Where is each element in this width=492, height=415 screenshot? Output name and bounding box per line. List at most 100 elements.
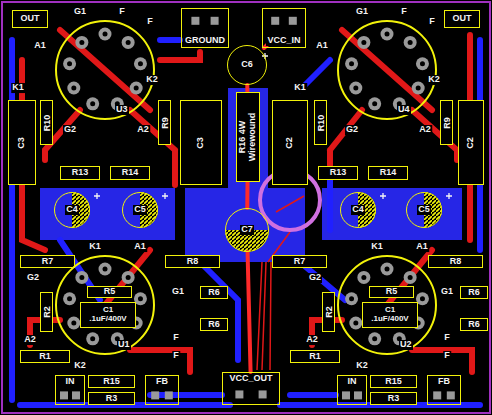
part-label: U4 — [397, 105, 411, 115]
part-label: R15 — [103, 377, 120, 387]
pin-name: A1 — [133, 242, 147, 252]
pad-hole — [349, 61, 354, 66]
component-box: R14 — [368, 166, 408, 180]
socket-pad — [99, 28, 112, 41]
component-box: OUT — [12, 10, 48, 28]
component-box: R3 — [370, 392, 417, 405]
text-holder: GROUND — [184, 36, 226, 46]
pin-name: A1 — [415, 242, 429, 252]
text-holder: R13 — [330, 168, 347, 178]
power-trace — [248, 252, 251, 372]
socket-pad — [86, 332, 99, 345]
part-label: .1uF/400V — [370, 315, 409, 324]
text-holder: R6 — [468, 288, 480, 298]
component-box: C1.1uF/400V — [362, 302, 418, 328]
pin-name: F — [118, 7, 126, 17]
part-label: R15 — [385, 377, 402, 387]
component-box: R15 — [88, 375, 135, 388]
text-holder: R2 — [40, 292, 53, 332]
component-box: R13 — [318, 166, 358, 180]
component-box: R8 — [165, 255, 220, 268]
component-box: OUT — [444, 10, 480, 28]
part-label: OUT — [21, 14, 40, 24]
component-box: R6 — [200, 318, 228, 331]
text-holder: C5 — [133, 205, 147, 215]
part-label: R10 — [42, 114, 52, 131]
part-label: R6 — [208, 288, 220, 298]
pin-name: A2 — [418, 125, 432, 135]
pad-hole — [138, 296, 143, 301]
text-holder: R5 — [103, 287, 117, 297]
component-box: R7 — [20, 255, 75, 268]
pin-name: F — [172, 333, 180, 343]
part-label: R6 — [208, 320, 220, 330]
header-pad — [72, 391, 80, 399]
header-pad — [342, 391, 350, 399]
text-holder: R9 — [440, 100, 453, 145]
tube-socket: U1 R5C1.1uF/400V — [55, 255, 155, 355]
text-holder: IN — [347, 377, 358, 387]
part-label: IN — [347, 377, 358, 387]
part-label: C4 — [351, 205, 365, 215]
socket-pad — [357, 36, 370, 49]
component-box: R10 — [314, 100, 327, 145]
part-label: R10 — [316, 114, 326, 131]
component-box: R15 — [370, 375, 417, 388]
socket-pad — [349, 82, 362, 95]
pin-name: F — [400, 7, 408, 17]
text-holder: VCC_OUT — [228, 374, 273, 384]
component-box: R7 — [272, 255, 327, 268]
text-holder: R15 — [103, 377, 120, 387]
text-holder: C2 — [458, 100, 484, 185]
header-pad — [259, 390, 267, 398]
pin-name: F — [443, 333, 451, 343]
text-holder: OUT — [21, 14, 40, 24]
component-box: R6 — [460, 286, 488, 299]
connector-header: FB — [145, 375, 179, 405]
pin-name: G1 — [355, 7, 369, 17]
pad-hole — [71, 86, 76, 91]
component-box: R14 — [110, 166, 150, 180]
part-label: C1 — [384, 306, 396, 315]
component-box: C3 — [8, 100, 36, 185]
pad-hole — [67, 61, 72, 66]
pin-name: A1 — [315, 41, 329, 51]
connector-header: GROUND — [181, 8, 229, 48]
pin-name: G1 — [73, 7, 87, 17]
part-label: C7 — [240, 225, 254, 235]
component-box: C1.1uF/400V — [80, 302, 136, 328]
pad-hole — [90, 336, 95, 341]
socket-pad — [63, 292, 76, 305]
part-label: FB — [437, 377, 451, 387]
text-holder: C1.1uF/400V — [370, 306, 409, 324]
text-holder: R2 — [322, 292, 335, 332]
text-holder: R7 — [42, 257, 54, 267]
tube-socket: U4 — [337, 20, 437, 120]
pad-hole — [79, 275, 84, 280]
capacitor-outline: C4 — [54, 192, 90, 228]
socket-pad — [381, 28, 394, 41]
pin-name: K2 — [145, 75, 159, 85]
socket-pad — [86, 97, 99, 110]
pad-hole — [353, 86, 358, 91]
part-label: R1 — [39, 352, 51, 362]
part-label: R9 — [160, 117, 170, 129]
part-label: FB — [155, 377, 169, 387]
part-label: VCC_OUT — [228, 374, 273, 384]
pad-hole — [138, 61, 143, 66]
socket-pad — [345, 57, 358, 70]
tube-socket: U2R5C1.1uF/400V — [337, 255, 437, 355]
pin-name: G2 — [308, 273, 322, 283]
pin-name: A2 — [23, 335, 37, 345]
part-label: VCC_IN — [266, 36, 301, 46]
text-holder: U3 — [115, 105, 129, 115]
socket-pad — [134, 57, 147, 70]
capacitor-outline: C5 — [406, 192, 442, 228]
text-holder: C4 — [351, 205, 365, 215]
pad-hole — [416, 86, 421, 91]
pin-name: G1 — [440, 287, 454, 297]
part-label: U1 — [117, 340, 131, 350]
header-pad — [151, 391, 159, 399]
